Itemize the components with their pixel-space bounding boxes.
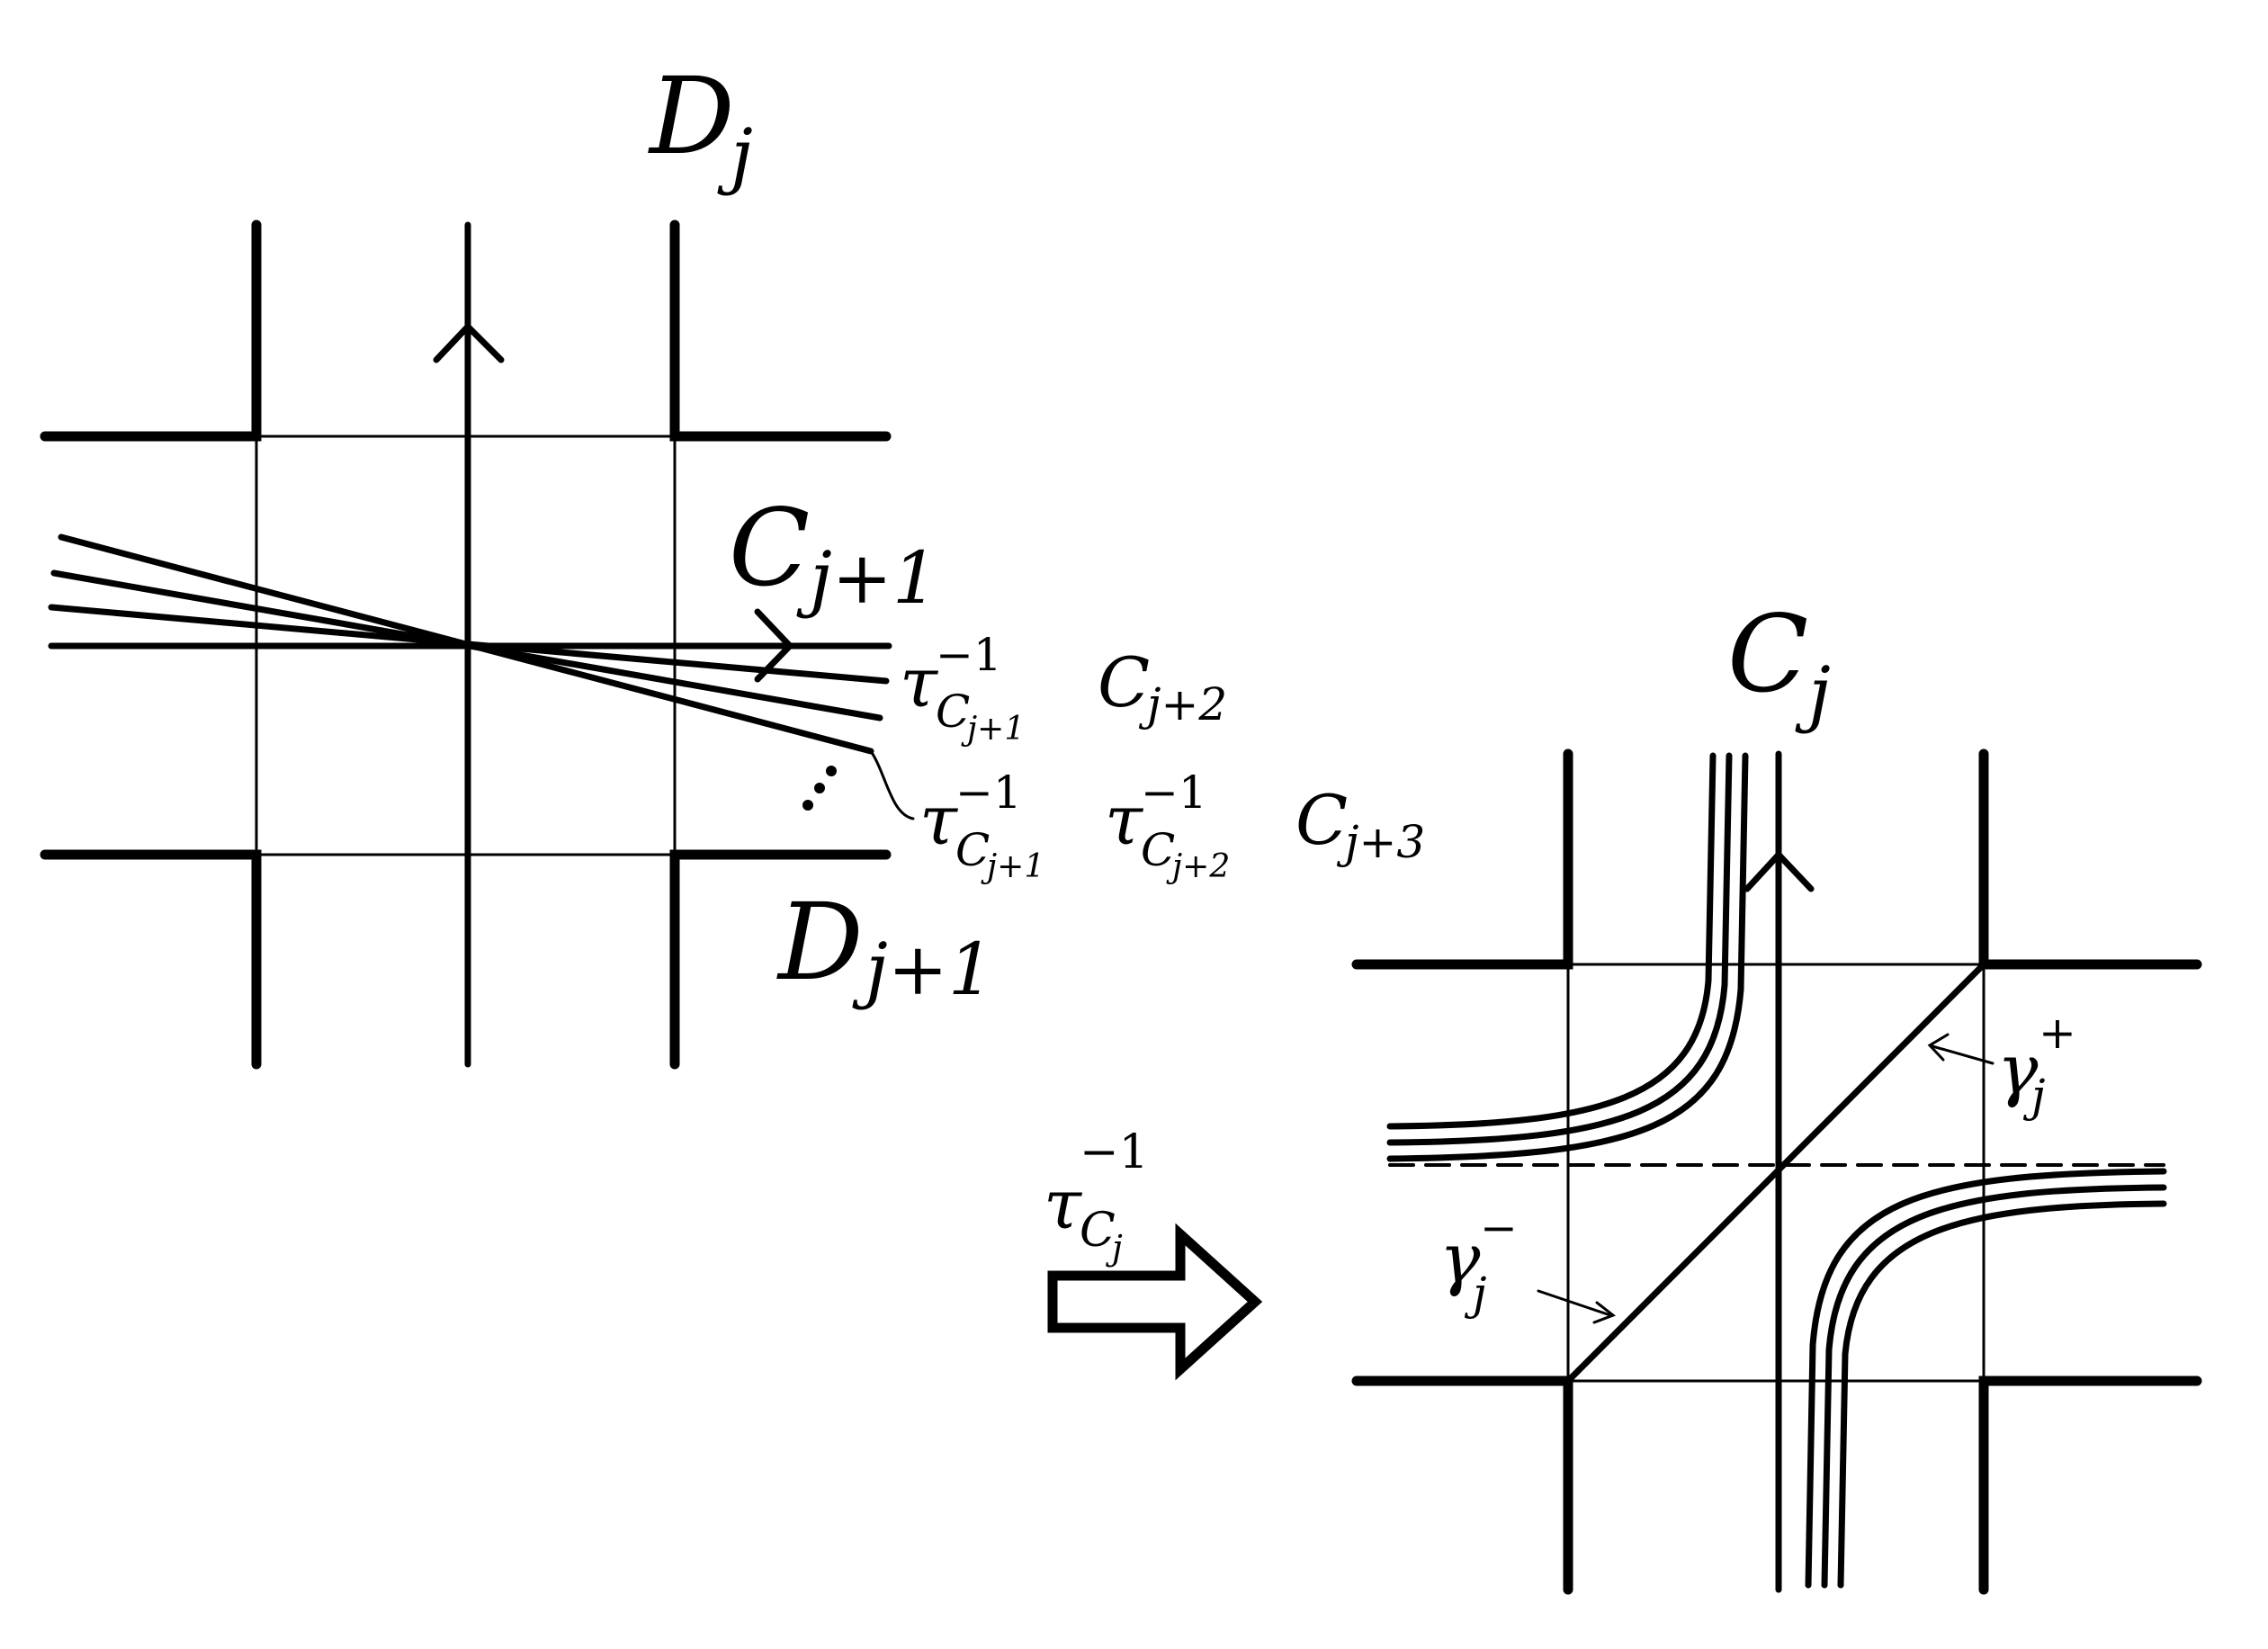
svg-text:τ: τ [1044, 1164, 1083, 1244]
label-cj1: C j+1 [729, 486, 938, 620]
label-dj1: D j+1 [776, 880, 994, 1011]
svg-text:j+1: j+1 [961, 711, 1025, 748]
left-corner-br [669, 849, 892, 1070]
label-tau-cj2: τ −1 C j+1 C j+2 [900, 629, 1227, 748]
dot-3 [826, 766, 837, 776]
dot-1 [802, 800, 813, 811]
label-tau-cj3: τ −1 C j+1 τ −1 C j+2 C j+3 [919, 766, 1425, 885]
right-corner-tr [1978, 748, 2202, 970]
label-gamma-minus: γ j − [1439, 1202, 1518, 1320]
svg-text:C: C [936, 686, 970, 738]
svg-text:j+1: j+1 [796, 536, 938, 620]
svg-text:j+2: j+2 [1166, 848, 1230, 885]
left-corner-tl [40, 220, 262, 442]
svg-text:τ: τ [919, 780, 959, 860]
svg-text:γ: γ [1997, 1029, 2039, 1109]
twisted-curve-ul-2 [1386, 752, 1733, 1146]
svg-text:C: C [1295, 780, 1348, 860]
twisted-curve-ul-3 [1386, 752, 1717, 1130]
svg-text:−1: −1 [1141, 766, 1207, 819]
svg-text:−1: −1 [936, 629, 1002, 681]
vertical-arrowhead [433, 321, 505, 363]
twisted-curve-lr-1 [1805, 1168, 2167, 1589]
svg-text:−1: −1 [1080, 1125, 1149, 1179]
dot-2 [814, 783, 825, 793]
svg-text:C: C [1098, 642, 1150, 722]
svg-text:τ: τ [900, 642, 939, 722]
svg-text:C: C [955, 824, 990, 876]
svg-text:D: D [776, 880, 864, 1004]
left-panel [40, 220, 915, 1070]
transition-arrow-icon [1047, 1223, 1263, 1381]
svg-text:−1: −1 [955, 766, 1022, 819]
right-panel [1351, 748, 2202, 1595]
twisted-curve-ul-1 [1386, 752, 1749, 1162]
svg-text:j+1: j+1 [852, 928, 994, 1011]
right-corner-br [1978, 1376, 2202, 1595]
gamma-minus-pointer-head [1592, 1301, 1617, 1324]
twisted-curve-lr-3 [1837, 1200, 2167, 1589]
svg-text:+: + [2039, 1007, 2076, 1059]
svg-text:D: D [648, 54, 735, 178]
svg-text:−: − [1480, 1202, 1518, 1254]
left-corner-tr [669, 220, 892, 442]
svg-text:j+1: j+1 [981, 848, 1044, 885]
twisted-curve-lr-2 [1821, 1184, 2167, 1589]
svg-text:C: C [729, 486, 810, 610]
svg-text:C: C [1080, 1204, 1116, 1258]
diagonal-gamma [1564, 961, 1987, 1385]
svg-text:C: C [1141, 824, 1175, 876]
svg-text:j+3: j+3 [1336, 816, 1425, 868]
right-corner-bl [1351, 1376, 1573, 1595]
label-dj: D j [648, 54, 753, 197]
right-vertical-arrowhead [1744, 849, 1815, 892]
gamma-plus-pointer [1931, 1044, 1995, 1065]
fan-curve-3 [58, 533, 874, 755]
left-corner-bl [40, 849, 262, 1070]
svg-text:C: C [1727, 592, 1808, 716]
right-corner-tl [1351, 748, 1573, 970]
svg-text:j+2: j+2 [1138, 678, 1227, 730]
leader-line [869, 749, 915, 820]
label-tau-cj: τ −1 C j [1044, 1125, 1149, 1268]
gamma-minus-pointer [1537, 1289, 1612, 1317]
svg-text:γ: γ [1439, 1218, 1481, 1298]
label-cj: C j [1727, 592, 1831, 735]
gamma-plus-pointer-head [1927, 1033, 1950, 1062]
label-gamma-plus: γ j + [1997, 1007, 2076, 1122]
svg-text:τ: τ [1105, 780, 1144, 860]
